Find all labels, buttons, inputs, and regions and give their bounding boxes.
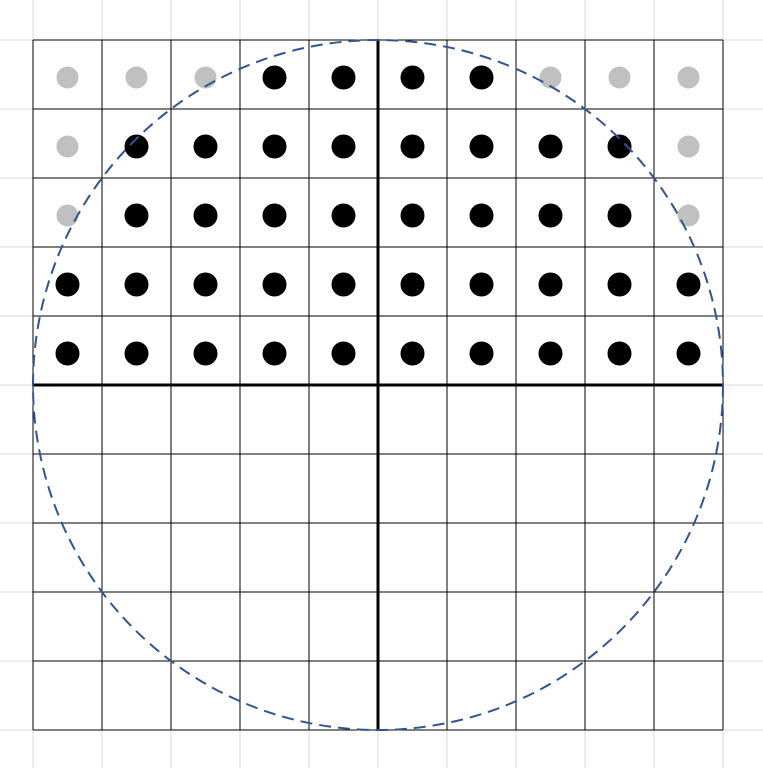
filled-dot xyxy=(331,65,356,90)
filled-dot xyxy=(469,65,494,90)
filled-dot xyxy=(400,341,425,366)
empty-dot xyxy=(56,204,79,227)
filled-dot xyxy=(55,272,80,297)
filled-dot xyxy=(124,134,149,159)
filled-dot xyxy=(262,272,287,297)
filled-dot xyxy=(400,65,425,90)
filled-dot xyxy=(607,341,632,366)
filled-dot xyxy=(262,341,287,366)
empty-dot xyxy=(56,66,79,89)
filled-dot xyxy=(262,65,287,90)
empty-dot xyxy=(677,135,700,158)
filled-dot xyxy=(676,272,701,297)
empty-dot xyxy=(677,204,700,227)
empty-dot xyxy=(608,66,631,89)
filled-dot xyxy=(124,341,149,366)
filled-dot xyxy=(607,272,632,297)
dot-array xyxy=(55,65,701,366)
filled-dot xyxy=(676,341,701,366)
filled-dot xyxy=(124,272,149,297)
filled-dot xyxy=(538,134,563,159)
filled-dot xyxy=(400,203,425,228)
empty-dot xyxy=(56,135,79,158)
empty-dot xyxy=(677,66,700,89)
filled-dot xyxy=(262,134,287,159)
filled-dot xyxy=(331,272,356,297)
filled-dot xyxy=(193,134,218,159)
axes xyxy=(33,40,723,730)
filled-dot xyxy=(538,272,563,297)
empty-dot xyxy=(539,66,562,89)
filled-dot xyxy=(262,203,287,228)
filled-dot xyxy=(331,341,356,366)
filled-dot xyxy=(331,203,356,228)
empty-dot xyxy=(125,66,148,89)
filled-dot xyxy=(400,134,425,159)
filled-dot xyxy=(469,341,494,366)
filled-dot xyxy=(469,134,494,159)
filled-dot xyxy=(193,203,218,228)
filled-dot xyxy=(469,203,494,228)
filled-dot xyxy=(538,203,563,228)
filled-dot xyxy=(469,272,494,297)
filled-dot xyxy=(193,272,218,297)
filled-dot xyxy=(193,341,218,366)
filled-dot xyxy=(607,203,632,228)
filled-dot xyxy=(607,134,632,159)
dashed-circle xyxy=(32,39,724,731)
filled-dot xyxy=(400,272,425,297)
filled-dot xyxy=(538,341,563,366)
filled-dot xyxy=(55,341,80,366)
filled-dot xyxy=(331,134,356,159)
filled-dot xyxy=(124,203,149,228)
